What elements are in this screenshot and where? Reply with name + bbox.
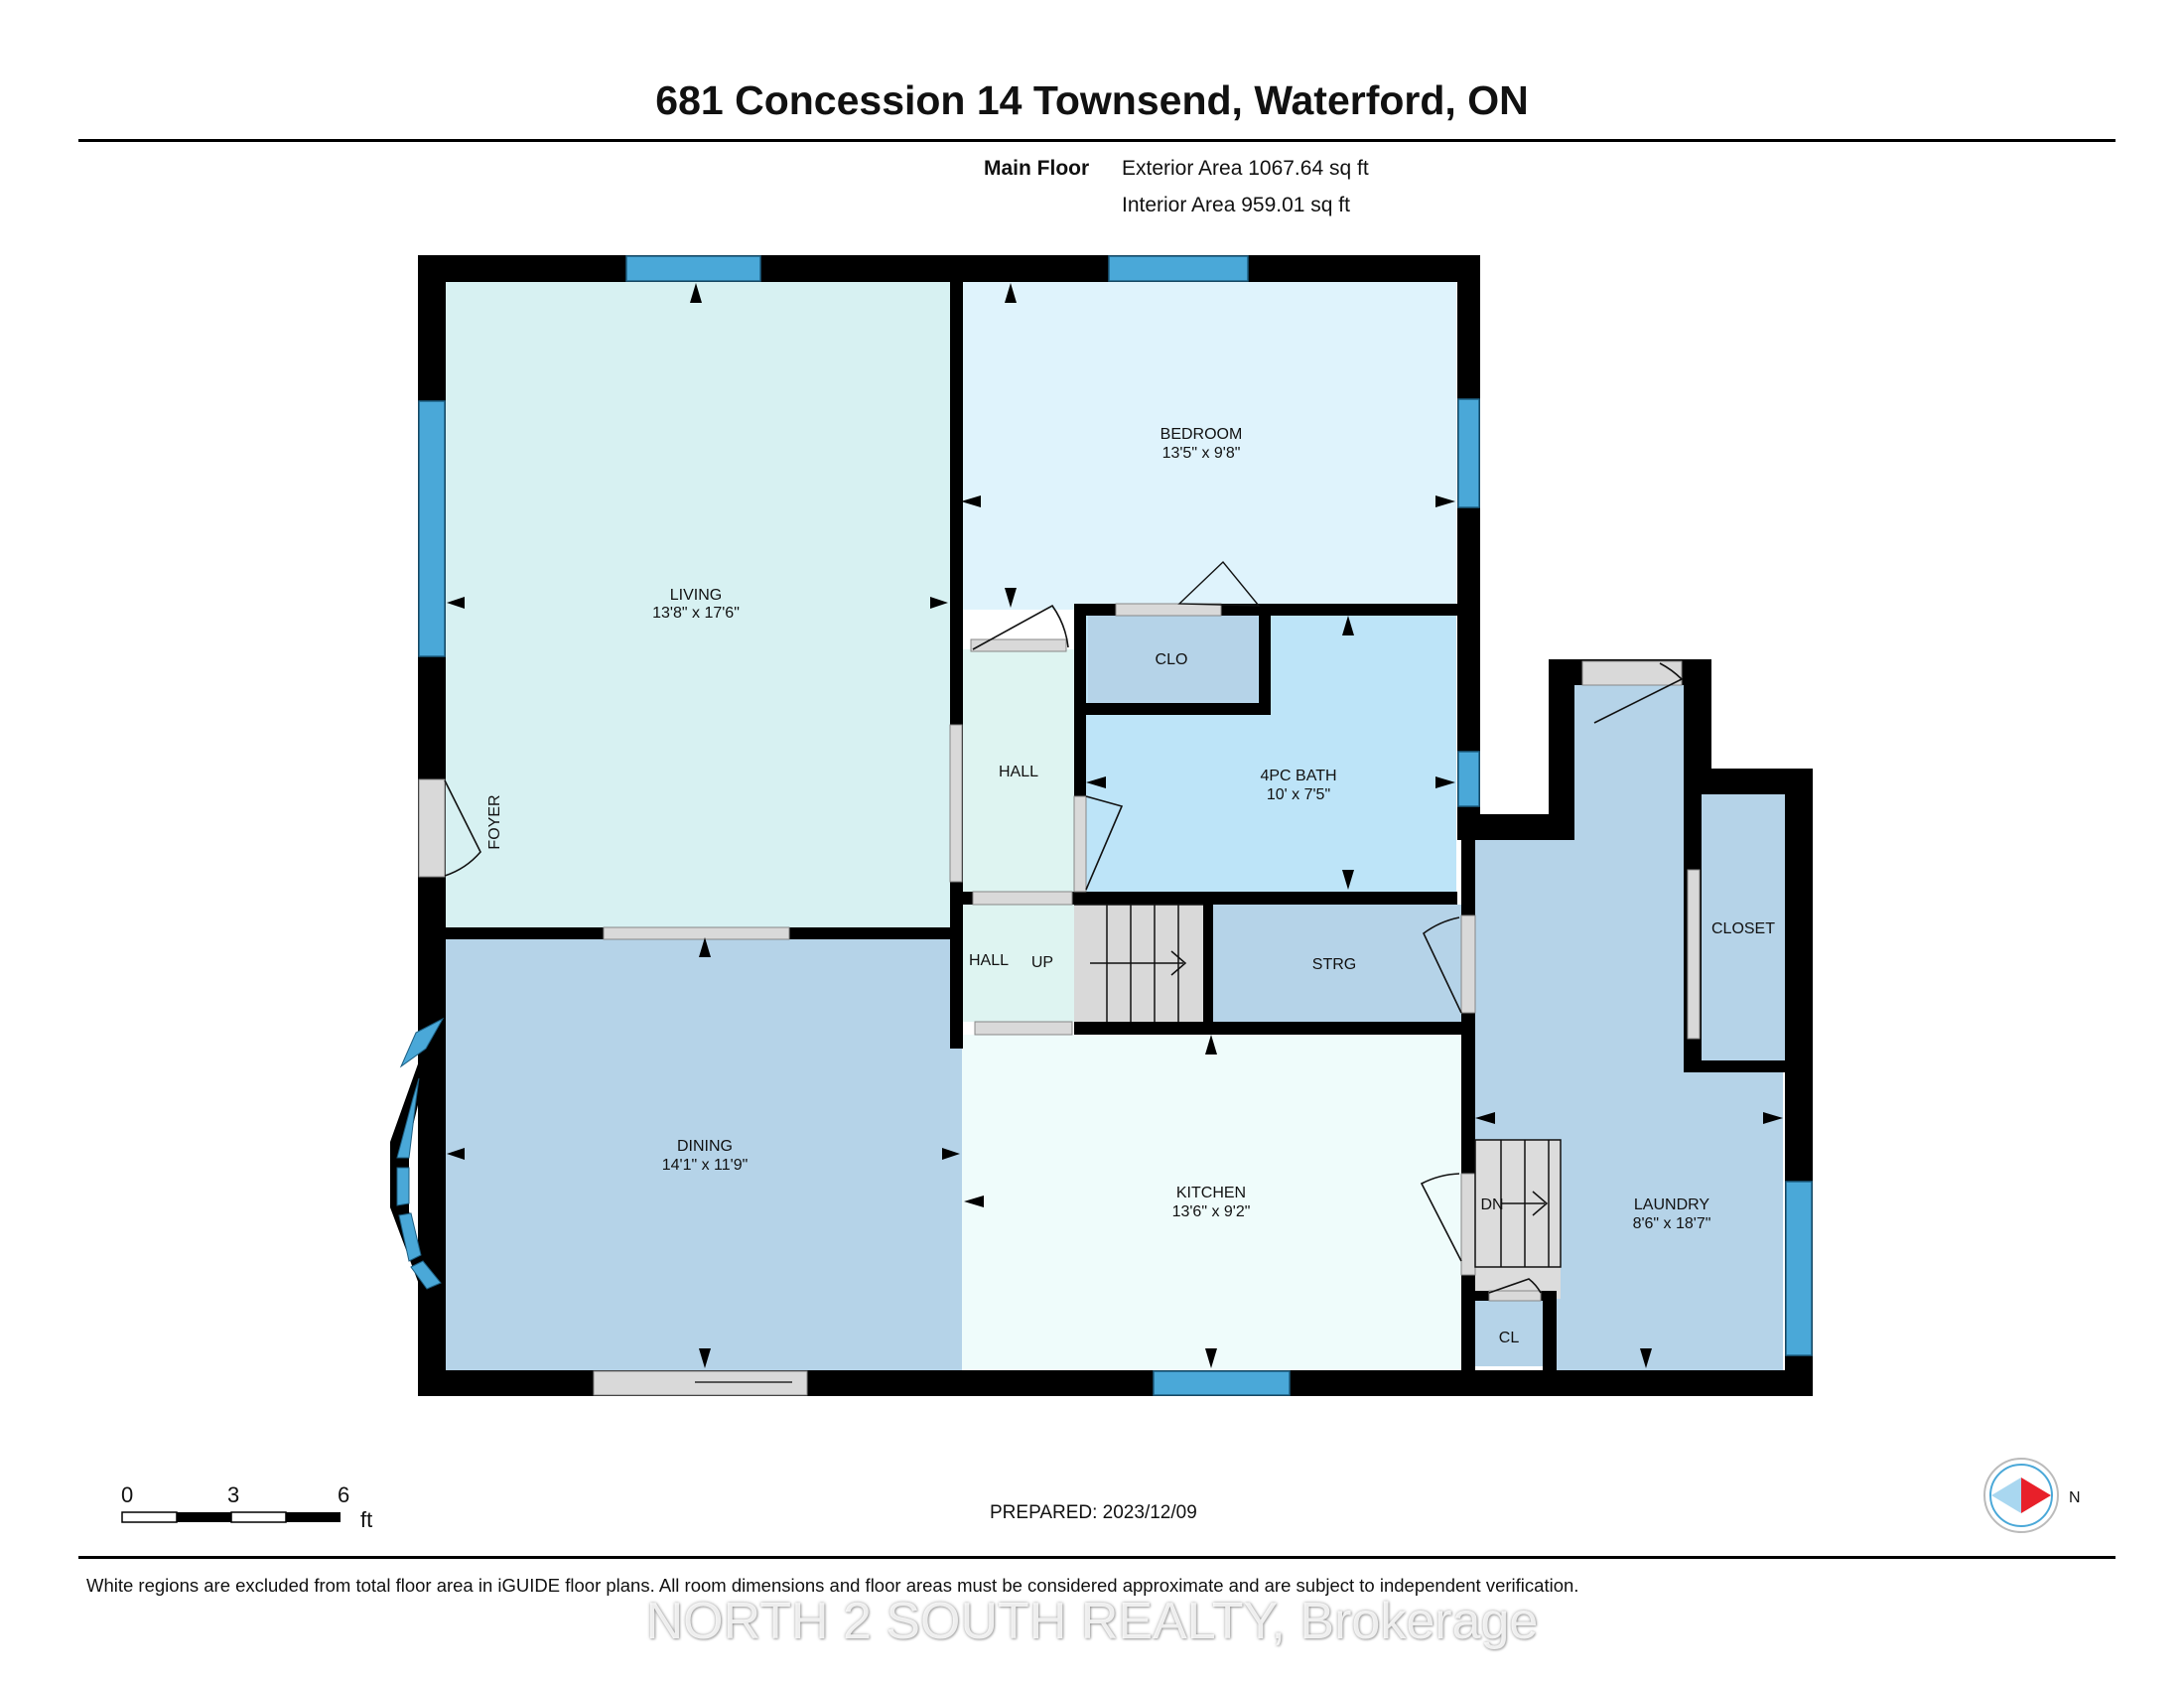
page-title: 681 Concession 14 Townsend, Waterford, O…: [655, 77, 1529, 123]
closet-label: CLOSET: [1711, 920, 1775, 937]
living-room-fill: [446, 282, 950, 928]
bedroom-fill: [961, 282, 1456, 610]
prepared-date: PREPARED: 2023/12/09: [990, 1502, 1197, 1523]
living-label: LIVING: [670, 587, 722, 604]
windows: [418, 255, 1813, 1396]
cl-label: CL: [1499, 1330, 1520, 1346]
disclaimer-text: White regions are excluded from total fl…: [86, 1575, 1579, 1596]
bath-label: 4PC BATH: [1260, 768, 1336, 784]
living-top-window: [625, 255, 761, 282]
scale-tick-3: 3: [227, 1482, 240, 1507]
compass-icon: N: [1983, 1458, 2081, 1533]
hall-upper-label: HALL: [999, 764, 1038, 780]
interior-area: Interior Area 959.01 sq ft: [1122, 194, 1350, 216]
scale-tick-6: 6: [338, 1482, 350, 1507]
bedroom-right-window: [1457, 398, 1480, 508]
hall-upper-fill: [963, 649, 1074, 893]
up-label: UP: [1031, 954, 1053, 971]
hall-lower-fill: [963, 905, 1074, 1022]
bay-window: [390, 1011, 446, 1305]
walk-in-closet-fill: [1702, 794, 1785, 1060]
stairs-down-fill: [1475, 1140, 1561, 1299]
stairs-down: [1474, 1139, 1562, 1268]
living-left-window: [418, 400, 446, 657]
footer-rule: [78, 1556, 2116, 1559]
kitchen-label: KITCHEN: [1176, 1185, 1246, 1201]
laundry-dims: 8'6" x 18'7": [1633, 1215, 1711, 1232]
bedroom-top-window: [1108, 255, 1249, 282]
strg-label: STRG: [1312, 956, 1356, 973]
bedroom-dims: 13'5" x 9'8": [1162, 445, 1241, 462]
scale-bar-graphic: [121, 1511, 341, 1523]
compass-north-label: N: [2069, 1489, 2081, 1506]
dining-room-fill: [446, 939, 962, 1370]
dining-label: DINING: [677, 1138, 733, 1155]
dn-label: DN: [1480, 1196, 1503, 1213]
closet-clo-fill-top: [1088, 614, 1258, 703]
brokerage-watermark: NORTH 2 SOUTH REALTY, Brokerage: [645, 1593, 1539, 1650]
floor-name: Main Floor: [984, 157, 1090, 180]
stairs-up: [1074, 904, 1203, 1022]
openings: [418, 603, 1701, 1396]
kitchen-dims: 13'6" x 9'2": [1172, 1203, 1251, 1220]
laundry-right-window: [1785, 1181, 1813, 1356]
door-swings: [444, 560, 1684, 1294]
dining-dims: 14'1" x 11'9": [662, 1157, 749, 1174]
living-dims: 13'8" x 17'6": [652, 605, 740, 622]
storage-fill: [1213, 905, 1461, 1022]
header-rule: [78, 139, 2116, 142]
scale-tick-0: 0: [121, 1482, 134, 1507]
kitchen-fill: [962, 1035, 1461, 1370]
dimension-arrows: [447, 283, 1783, 1368]
foyer-label: FOYER: [486, 794, 503, 849]
bath-dims: 10' x 7'5": [1267, 786, 1330, 803]
kitchen-bottom-window: [1153, 1370, 1291, 1396]
bedroom-label: BEDROOM: [1160, 426, 1243, 443]
scale-unit: ft: [360, 1507, 373, 1532]
laundry-label: LAUNDRY: [1634, 1196, 1710, 1213]
clo-label: CLO: [1156, 651, 1188, 668]
exterior-area: Exterior Area 1067.64 sq ft: [1122, 157, 1369, 180]
hall-lower-label: HALL: [969, 952, 1009, 969]
bath-right-window: [1457, 751, 1480, 807]
laundry-cl-fill: [1475, 1307, 1543, 1366]
